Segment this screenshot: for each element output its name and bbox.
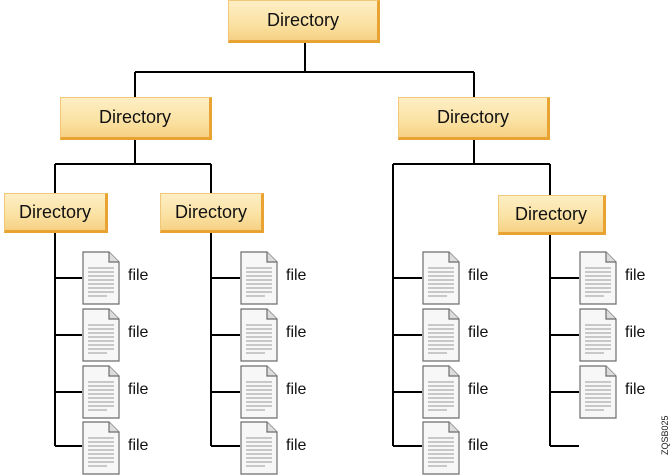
document-icon	[82, 251, 120, 305]
document-icon	[240, 251, 278, 305]
file-item: file	[82, 251, 172, 305]
file-label: file	[286, 267, 307, 284]
file-item: file	[422, 365, 512, 419]
directory-right: Directory	[398, 97, 550, 140]
file-item: file	[579, 365, 669, 419]
file-label: file	[468, 437, 489, 454]
document-icon	[240, 365, 278, 419]
document-icon	[422, 308, 460, 362]
file-label: file	[468, 267, 489, 284]
file-label: file	[625, 324, 646, 341]
document-icon	[422, 251, 460, 305]
document-icon	[240, 421, 278, 475]
directory-left-left: Directory	[4, 193, 108, 233]
file-item: file	[579, 308, 669, 362]
file-label: file	[468, 381, 489, 398]
document-icon	[82, 365, 120, 419]
file-item: file	[82, 308, 172, 362]
file-item: file	[82, 421, 172, 475]
file-item: file	[240, 421, 330, 475]
file-label: file	[286, 381, 307, 398]
file-label: file	[128, 437, 149, 454]
file-label: file	[128, 324, 149, 341]
file-label: file	[625, 381, 646, 398]
document-icon	[82, 308, 120, 362]
document-icon	[579, 308, 617, 362]
file-label: file	[286, 437, 307, 454]
file-label: file	[128, 267, 149, 284]
file-item: file	[422, 421, 512, 475]
file-item: file	[240, 365, 330, 419]
file-label: file	[468, 324, 489, 341]
file-label: file	[286, 324, 307, 341]
file-item: file	[240, 308, 330, 362]
directory-left-right: Directory	[160, 193, 264, 233]
document-icon	[422, 365, 460, 419]
directory-left: Directory	[60, 97, 212, 140]
document-icon	[422, 421, 460, 475]
figure-id: ZQSB025	[660, 415, 670, 455]
file-item: file	[82, 365, 172, 419]
document-icon	[82, 421, 120, 475]
file-item: file	[579, 251, 669, 305]
document-icon	[579, 251, 617, 305]
file-item: file	[240, 251, 330, 305]
file-label: file	[625, 267, 646, 284]
document-icon	[579, 365, 617, 419]
document-icon	[240, 308, 278, 362]
file-item: file	[422, 251, 512, 305]
directory-root: Directory	[228, 0, 380, 43]
directory-right-right: Directory	[498, 195, 606, 235]
file-item: file	[422, 308, 512, 362]
file-label: file	[128, 381, 149, 398]
